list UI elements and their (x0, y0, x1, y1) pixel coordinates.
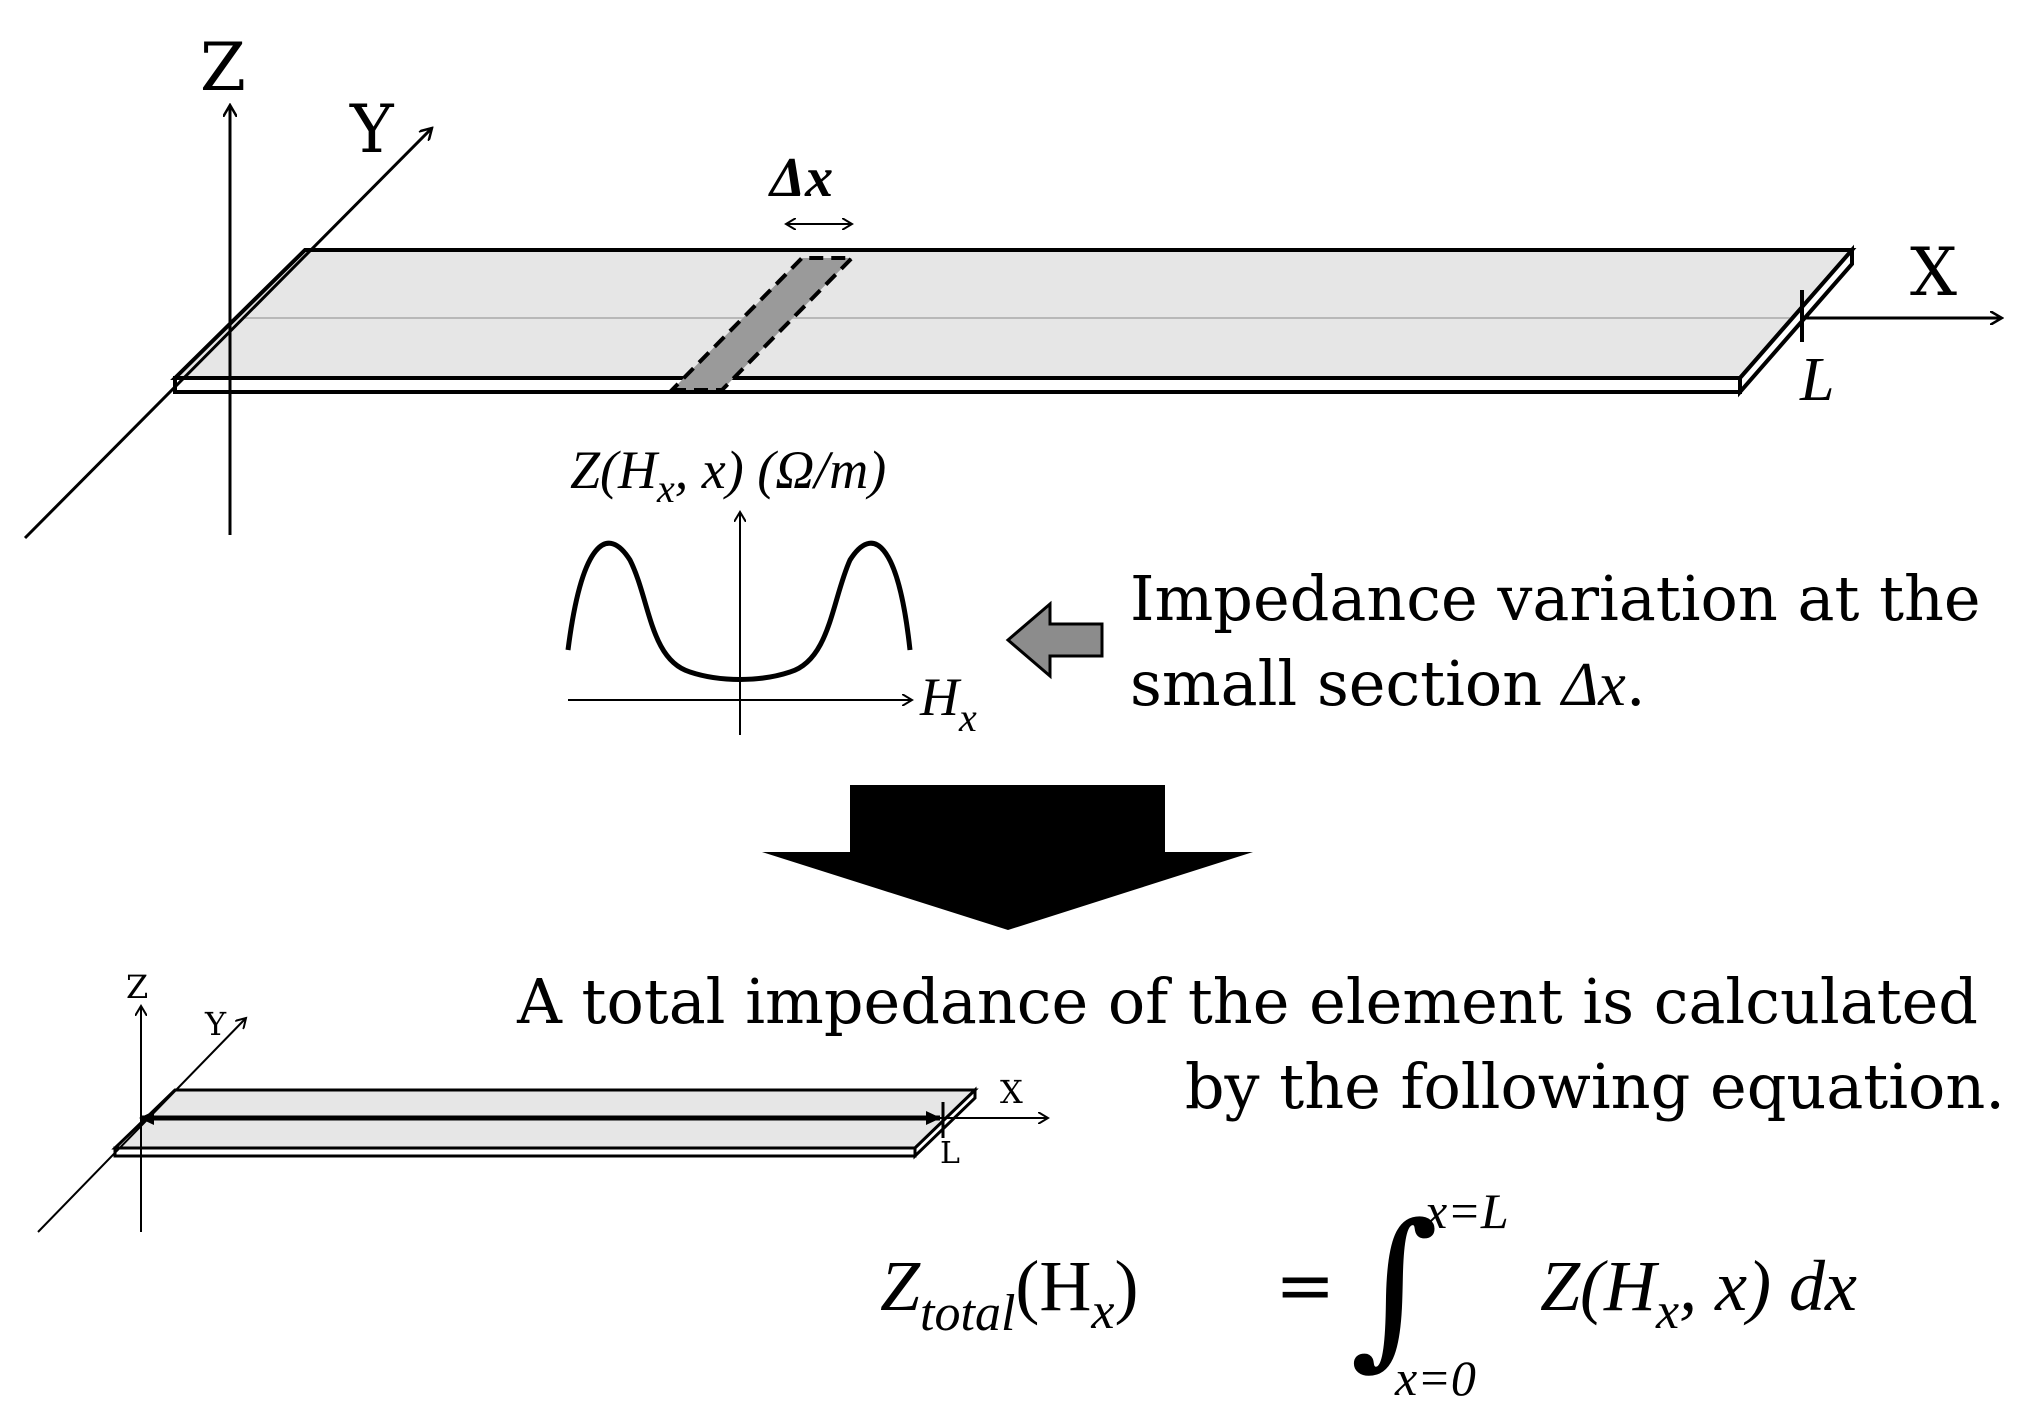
integral-sign: ∫ (1350, 1188, 1439, 1386)
section-label: Δx (768, 147, 833, 209)
bottom-strip-right-edge (913, 1086, 977, 1160)
impedance-plot-xlabel: Hx (919, 667, 977, 740)
total-impedance-equation: Ztotal(Hx) = ∫ x=L x=0 Z(Hx, x) dx (880, 1183, 1857, 1406)
impedance-plot: Z(Hx, x) (Ω/m) Hx (565, 440, 977, 740)
z-axis-label: Z (200, 29, 246, 106)
variation-caption: Impedance variation at the small section… (1130, 562, 1981, 720)
integral-lower-limit: x=0 (1394, 1350, 1476, 1406)
variation-caption-line1: Impedance variation at the (1130, 562, 1981, 635)
strip-top-face (170, 248, 1857, 380)
bottom-z-axis-label: Z (126, 968, 148, 1006)
integral-upper-limit: x=L (1424, 1183, 1509, 1239)
big-down-arrow (762, 785, 1253, 930)
bottom-strip-front-edge (113, 1146, 917, 1158)
y-axis-label: Y (349, 91, 395, 168)
bottom-x-axis-label: X (1000, 1073, 1023, 1111)
strip-front-edge (173, 376, 1742, 394)
bottom-y-axis (37, 1018, 246, 1233)
bottom-length-label: L (940, 1136, 960, 1171)
total-caption-line1: A total impedance of the element is calc… (516, 965, 1978, 1038)
equation-equals: = (1275, 1243, 1335, 1327)
gray-pointer-arrow (1005, 600, 1104, 680)
top-strip-diagram: Z Y X L Δx (23, 29, 2002, 540)
length-label: L (1799, 346, 1834, 414)
bottom-strip-diagram: Z Y X L (37, 968, 1048, 1233)
variation-caption-line2: small section Δx. (1130, 647, 1646, 720)
small-section (667, 256, 857, 392)
total-caption: A total impedance of the element is calc… (516, 965, 2005, 1123)
y-axis (23, 128, 432, 540)
impedance-curve (565, 540, 913, 682)
total-caption-line2: by the following equation. (1185, 1050, 2005, 1123)
bottom-y-axis-label: Y (204, 1005, 227, 1043)
impedance-plot-ylabel: Z(Hx, x) (Ω/m) (570, 440, 886, 511)
equation-integrand: Z(Hx, x) dx (1540, 1246, 1857, 1340)
strip-right-edge (1738, 244, 1854, 398)
equation-lhs: Ztotal(Hx) (880, 1246, 1138, 1342)
x-axis-label: X (1910, 234, 1957, 311)
